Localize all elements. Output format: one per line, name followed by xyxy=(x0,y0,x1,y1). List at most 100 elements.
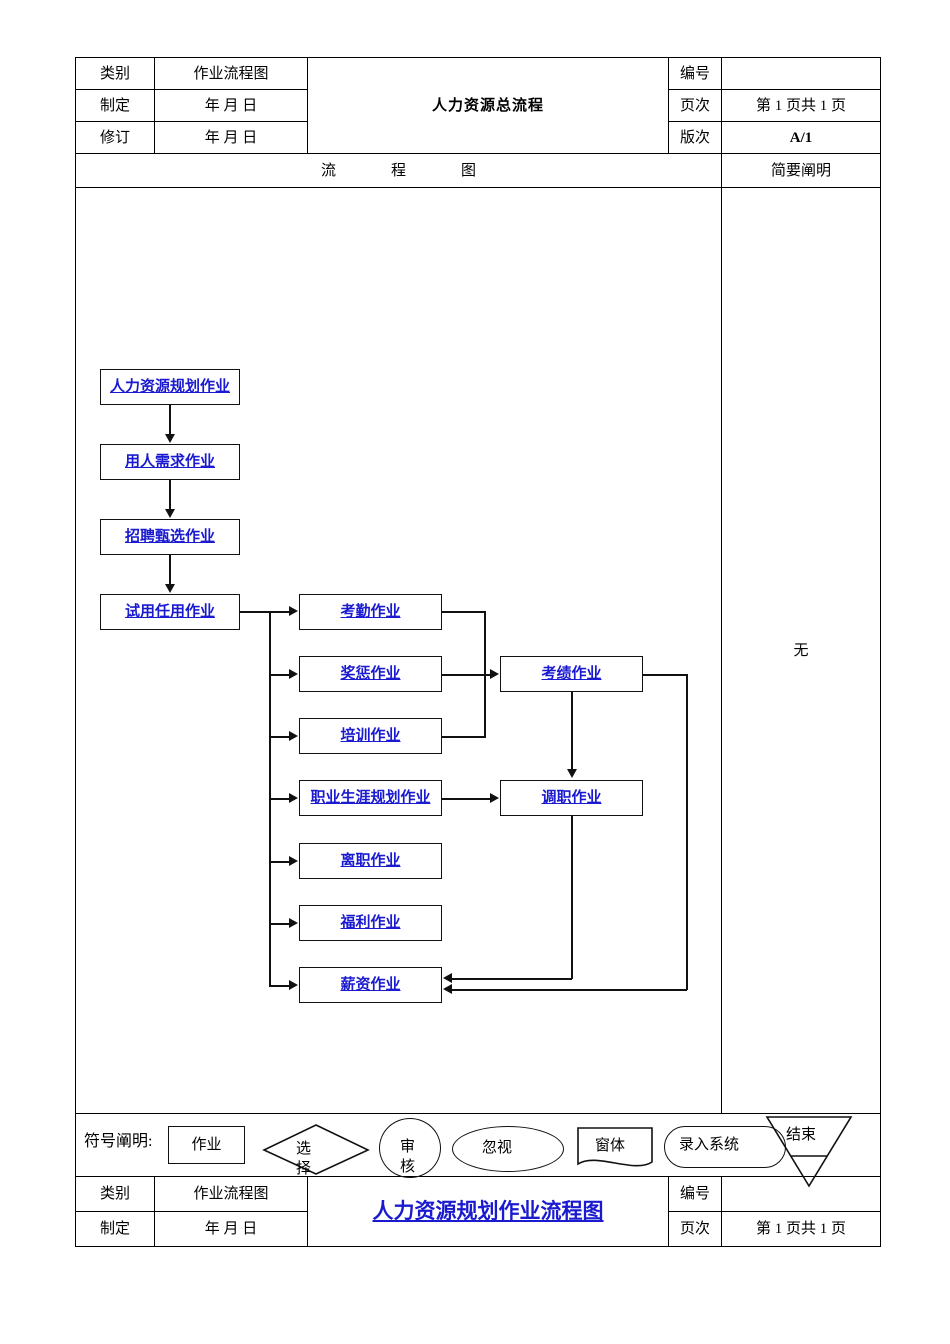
legend-title: 符号阐明: xyxy=(84,1133,153,1150)
node-training[interactable]: 培训作业 xyxy=(299,718,442,754)
header-row: 制定 年 月 日 页次 第 1 页共 1 页 xyxy=(75,89,881,122)
connector-line xyxy=(169,480,171,510)
legend-shape-form xyxy=(577,1127,653,1167)
note-section-header: 简要阐明 xyxy=(721,153,881,188)
document-sheet: 类别 作业流程图 人力资源总流程 编号 制定 年 月 日 页次 第 1 页共 1… xyxy=(75,57,881,1285)
connector-line xyxy=(484,611,486,736)
legend-label-end: 结束 xyxy=(786,1127,817,1143)
connector-line xyxy=(269,736,290,738)
legend-label-ignore: 忽视 xyxy=(482,1140,513,1156)
footer-label-created: 制定 xyxy=(75,1211,155,1247)
arrow-head-right xyxy=(289,980,298,990)
connector-line xyxy=(269,923,290,925)
connector-line xyxy=(452,989,687,991)
header-key-version: 版次 xyxy=(668,121,722,154)
arrow-head-right xyxy=(289,669,298,679)
arrow-head-left xyxy=(443,984,452,994)
connector-line xyxy=(269,674,290,676)
connector-line xyxy=(571,816,573,979)
header-value-revised-date: 年 月 日 xyxy=(154,121,308,154)
connector-line xyxy=(269,985,290,987)
header-key-number: 编号 xyxy=(668,57,722,90)
legend-shape-decision xyxy=(262,1124,370,1175)
connector-line xyxy=(643,674,688,676)
arrow-head-down xyxy=(165,434,175,443)
header-row: 修订 年 月 日 版次 A/1 xyxy=(75,121,881,154)
connector-line xyxy=(240,611,270,613)
node-label: 招聘甄选作业 xyxy=(124,529,215,545)
legend-label-review-top: 审 xyxy=(400,1139,416,1155)
arrow-head-down xyxy=(567,769,577,778)
footer-label-category: 类别 xyxy=(75,1176,155,1212)
arrow-head-right xyxy=(490,793,499,803)
node-career-planning[interactable]: 职业生涯规划作业 xyxy=(299,780,442,816)
node-probation-appointment[interactable]: 试用任用作业 xyxy=(100,594,240,630)
node-label: 用人需求作业 xyxy=(124,454,215,470)
legend-label-form: 窗体 xyxy=(595,1138,626,1154)
footer-row: 制定 年 月 日 页次 第 1 页共 1 页 xyxy=(75,1211,881,1247)
connector-line xyxy=(686,674,688,990)
node-label: 福利作业 xyxy=(340,915,401,931)
arrow-head-right xyxy=(289,856,298,866)
legend-shape-ignore xyxy=(452,1126,564,1172)
node-salary[interactable]: 薪资作业 xyxy=(299,967,442,1003)
connector-line xyxy=(452,978,572,980)
flowchart-row: 人力资源规划作业 用人需求作业 招聘甄选作业 试用任用作业 xyxy=(75,187,881,1114)
legend-shape-review xyxy=(379,1118,441,1178)
node-manpower-demand[interactable]: 用人需求作业 xyxy=(100,444,240,480)
node-label: 离职作业 xyxy=(340,853,401,869)
node-label: 职业生涯规划作业 xyxy=(310,790,431,806)
node-label: 人力资源规划作业 xyxy=(109,379,230,395)
node-performance-appraisal[interactable]: 考绩作业 xyxy=(500,656,643,692)
connector-line xyxy=(571,692,573,770)
node-label: 考勤作业 xyxy=(340,604,401,620)
node-resignation[interactable]: 离职作业 xyxy=(299,843,442,879)
legend-container: 符号阐明: 作业 选 择 审 核 xyxy=(76,1114,874,1188)
legend-shape-entry-system xyxy=(664,1126,786,1168)
legend-label-process: 作业 xyxy=(191,1137,222,1153)
header-val-version: A/1 xyxy=(721,121,881,154)
connector-line xyxy=(269,798,290,800)
header-value-category: 作业流程图 xyxy=(154,57,308,90)
node-recruitment-selection[interactable]: 招聘甄选作业 xyxy=(100,519,240,555)
header-value-created-date: 年 月 日 xyxy=(154,89,308,122)
node-label: 奖惩作业 xyxy=(340,666,401,682)
header-table: 类别 作业流程图 人力资源总流程 编号 制定 年 月 日 页次 第 1 页共 1… xyxy=(75,57,881,1247)
footer-value-created-date: 年 月 日 xyxy=(154,1211,308,1247)
node-welfare[interactable]: 福利作业 xyxy=(299,905,442,941)
node-label: 调职作业 xyxy=(541,790,602,806)
legend-shape-process: 作业 xyxy=(168,1126,245,1164)
legend-shape-end xyxy=(765,1116,853,1188)
arrow-head-right xyxy=(289,731,298,741)
connector-line xyxy=(169,555,171,585)
node-job-transfer[interactable]: 调职作业 xyxy=(500,780,643,816)
node-label: 试用任用作业 xyxy=(124,604,215,620)
footer-key-page: 页次 xyxy=(668,1211,722,1247)
flowchart-section-header: 流 程 图 xyxy=(75,153,722,188)
arrow-head-right xyxy=(289,606,298,616)
arrow-head-right xyxy=(289,918,298,928)
connector-line xyxy=(442,736,486,738)
node-hr-planning[interactable]: 人力资源规划作业 xyxy=(100,369,240,405)
footer-row: 类别 作业流程图 人力资源规划作业流程图 编号 xyxy=(75,1176,881,1247)
arrow-head-right xyxy=(490,669,499,679)
header-row: 类别 作业流程图 人力资源总流程 编号 xyxy=(75,57,881,154)
header-label-revised: 修订 xyxy=(75,121,155,154)
legend-label-decision-top: 选 xyxy=(296,1141,312,1157)
legend-label-decision-bottom: 择 xyxy=(296,1161,312,1177)
footer-title: 人力资源规划作业流程图 xyxy=(307,1176,669,1247)
header-key-page: 页次 xyxy=(668,89,722,122)
flowchart-section-header-text: 流 程 图 xyxy=(320,162,496,179)
node-label: 薪资作业 xyxy=(340,977,401,993)
footer-title-text: 人力资源规划作业流程图 xyxy=(372,1198,604,1223)
legend-label-entry-system: 录入系统 xyxy=(679,1137,740,1153)
footer-value-category: 作业流程图 xyxy=(154,1176,308,1212)
node-reward-punishment[interactable]: 奖惩作业 xyxy=(299,656,442,692)
legend-cell: 符号阐明: 作业 选 择 审 核 xyxy=(75,1113,881,1188)
header-label-created: 制定 xyxy=(75,89,155,122)
node-attendance[interactable]: 考勤作业 xyxy=(299,594,442,630)
node-label: 考绩作业 xyxy=(541,666,602,682)
connector-line xyxy=(442,674,491,676)
section-header-row: 流 程 图 简要阐明 xyxy=(75,153,881,188)
connector-line xyxy=(269,611,290,613)
